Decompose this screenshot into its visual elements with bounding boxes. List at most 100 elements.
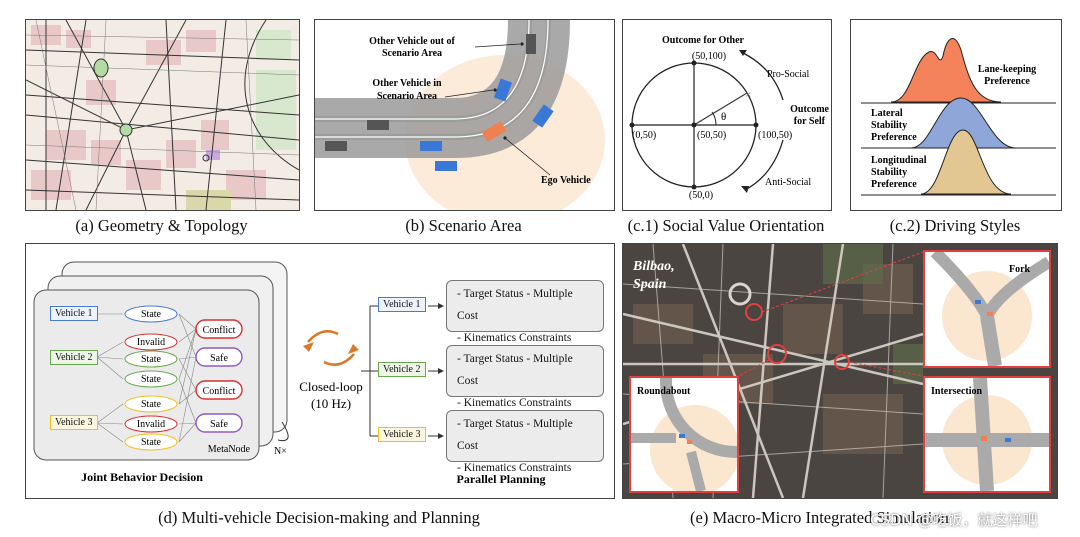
safe-label: Safe xyxy=(210,419,228,430)
safe-node xyxy=(195,347,243,367)
panel-geometry-topology xyxy=(25,19,300,211)
conflict-node xyxy=(195,319,243,339)
state-node xyxy=(124,350,178,368)
vehicle-1-label: Vehicle 1 xyxy=(50,306,98,321)
label-out-2: Scenario Area xyxy=(382,48,442,59)
style-lat-1: Lateral xyxy=(871,108,903,119)
svo-center: (50,50) xyxy=(697,130,726,141)
caption-b: (b) Scenario Area xyxy=(405,216,522,235)
loop-label-1: Closed-loop xyxy=(299,379,363,394)
svo-marker: × xyxy=(745,89,751,101)
scenario-diagram: Other Vehicle out of Scenario Area Other… xyxy=(315,20,605,210)
caption-c1: (c.1) Social Value Orientation xyxy=(627,216,825,235)
style-lon-2: Stability xyxy=(871,167,907,178)
other-vehicle-in xyxy=(532,104,554,128)
planner-vehicle-3-label: Vehicle 3 xyxy=(378,427,426,442)
invalid-node xyxy=(124,333,178,351)
svo-pro: Pro-Social xyxy=(767,69,809,80)
svo-theta: θ xyxy=(721,111,726,123)
svo-anti: Anti-Social xyxy=(765,177,811,188)
panel-macro-micro: Bilbao, Spain Fork Roundabout Inter xyxy=(622,243,1058,499)
state-label: State xyxy=(141,354,162,365)
svo-bottom: (50,0) xyxy=(689,190,713,201)
conflict-label: Conflict xyxy=(203,325,236,336)
planning-box-2: - Target Status - Multiple Cost - Kinema… xyxy=(446,345,604,409)
svo-right: (100,50) xyxy=(758,130,792,141)
cost-line-2: - Kinematics Constraints xyxy=(457,462,572,474)
panel-driving-styles: Lane-keeping Preference Lateral Stabilit… xyxy=(850,19,1062,211)
state-node xyxy=(124,433,178,451)
invalid-label: Invalid xyxy=(137,419,165,430)
planner-vehicle-2-label: Vehicle 2 xyxy=(378,362,426,377)
other-vehicle-in xyxy=(435,161,457,171)
svo-top: (50,100) xyxy=(692,51,726,62)
caption-c2: (c.2) Driving Styles xyxy=(889,216,1021,235)
panel-decision-planning: State Invalid State State State Invalid … xyxy=(25,243,615,499)
state-node xyxy=(124,305,178,323)
style-lon-3: Preference xyxy=(871,179,917,190)
other-vehicle-out xyxy=(526,34,536,54)
caption-d: (d) Multi-vehicle Decision-making and Pl… xyxy=(158,508,480,527)
planner-vehicle-1-label: Vehicle 1 xyxy=(378,297,426,312)
street-map xyxy=(26,20,299,210)
cost-line-1: - Target Status - Multiple Cost xyxy=(457,288,573,322)
ego-vehicle xyxy=(481,121,507,142)
style-lat-3: Preference xyxy=(871,132,917,143)
label-in-1: Other Vehicle in xyxy=(372,78,442,89)
safe-node xyxy=(195,413,243,433)
city-label-2: Spain xyxy=(633,277,667,292)
metanode-label: MetaNode xyxy=(208,444,251,455)
state-label: State xyxy=(141,437,162,448)
fork-title: Fork xyxy=(1009,264,1031,275)
cost-line-2: - Kinematics Constraints xyxy=(457,332,572,344)
state-label: State xyxy=(141,374,162,385)
nx-label: N× xyxy=(274,446,287,457)
state-node xyxy=(124,395,178,413)
loop-label-2: (10 Hz) xyxy=(311,396,351,411)
intersection-title: Intersection xyxy=(931,386,983,397)
other-vehicle-car xyxy=(325,141,347,151)
driving-styles-chart: Lane-keeping Preference Lateral Stabilit… xyxy=(861,38,1056,196)
planning-box-3: - Target Status - Multiple Cost - Kinema… xyxy=(446,410,604,474)
state-label: State xyxy=(141,309,162,320)
invalid-node xyxy=(124,415,178,433)
style-lon-1: Longitudinal xyxy=(871,155,927,166)
svo-self-2: for Self xyxy=(794,116,826,127)
parallel-title: Parallel Planning xyxy=(456,472,545,486)
cost-line-1: - Target Status - Multiple Cost xyxy=(457,353,573,387)
svo-left: (0,50) xyxy=(632,130,656,141)
state-node xyxy=(124,370,178,388)
style-lane-1: Lane-keeping xyxy=(978,64,1036,75)
panel-svo: × Outcome for Other (50,100) (50,0) (0,5… xyxy=(622,19,832,211)
other-vehicle-in xyxy=(420,141,442,151)
cost-line-2: - Kinematics Constraints xyxy=(457,397,572,409)
panel-scenario-area: Other Vehicle out of Scenario Area Other… xyxy=(314,19,615,211)
safe-label: Safe xyxy=(210,353,228,364)
other-vehicle-in xyxy=(493,78,513,102)
intersection-inset: Intersection xyxy=(923,376,1051,493)
conflict-node xyxy=(195,380,243,400)
style-lat-2: Stability xyxy=(871,120,907,131)
label-ego: Ego Vehicle xyxy=(541,175,591,186)
conflict-label: Conflict xyxy=(203,386,236,397)
cost-line-1: - Target Status - Multiple Cost xyxy=(457,418,573,452)
label-in-2: Scenario Area xyxy=(377,91,437,102)
caption-e: (e) Macro-Micro Integrated Simulation xyxy=(690,508,949,527)
planning-box-1: - Target Status - Multiple Cost - Kinema… xyxy=(446,280,604,344)
roundabout-title: Roundabout xyxy=(637,386,691,397)
fork-inset: Fork xyxy=(923,250,1051,368)
caption-a: (a) Geometry & Topology xyxy=(75,216,248,235)
invalid-label: Invalid xyxy=(137,337,165,348)
city-label-1: Bilbao, xyxy=(632,259,675,274)
style-lane-2: Preference xyxy=(984,76,1030,87)
joint-title: Joint Behavior Decision xyxy=(81,470,203,484)
vehicle-2-label: Vehicle 2 xyxy=(50,350,98,365)
label-out-1: Other Vehicle out of xyxy=(369,36,455,47)
other-vehicle-car xyxy=(367,120,389,130)
roundabout-marker xyxy=(767,344,787,364)
watermark: CSDN @吃饭，就这样吧 xyxy=(870,511,1038,529)
svo-title: Outcome for Other xyxy=(662,35,745,46)
svo-self-1: Outcome xyxy=(790,104,829,115)
roundabout-inset: Roundabout xyxy=(629,376,739,493)
svo-diagram: × Outcome for Other (50,100) (50,0) (0,5… xyxy=(629,35,830,201)
